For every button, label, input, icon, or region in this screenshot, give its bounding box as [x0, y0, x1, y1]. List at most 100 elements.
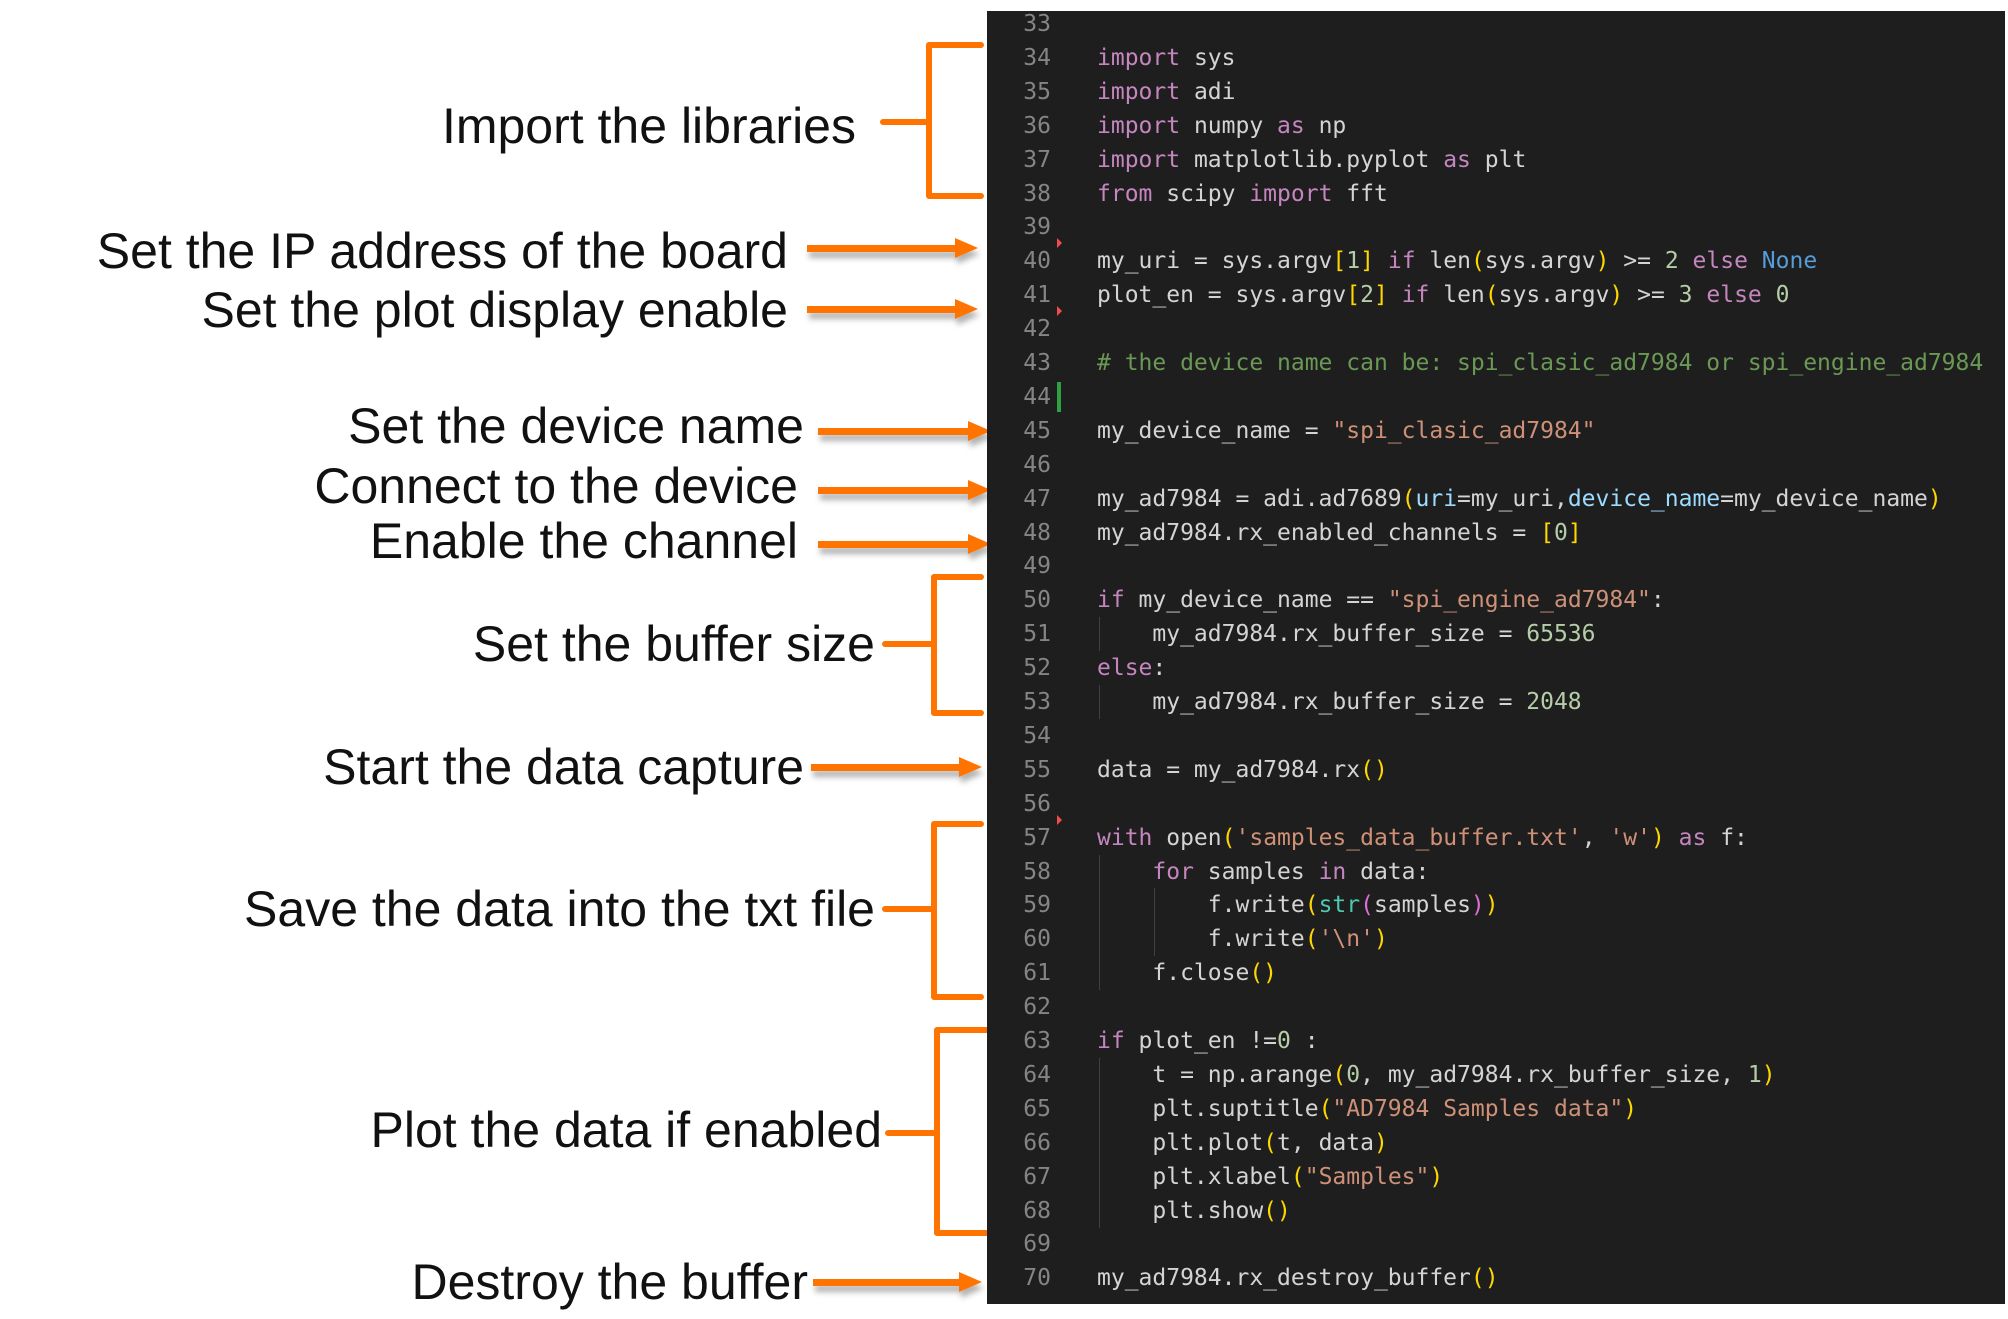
line-number: 50: [1023, 587, 1051, 614]
code-line[interactable]: 51 my_ad7984.rx_buffer_size = 65536: [987, 617, 2005, 652]
code-token: ): [1623, 1095, 1638, 1122]
code-token: fft: [1332, 180, 1388, 207]
annotation-plot-data: Plot the data if enabled: [370, 1102, 883, 1158]
code-text: plt.suptitle("AD7984 Samples data"): [1097, 1092, 1637, 1126]
code-line[interactable]: 68 plt.show(): [987, 1193, 2005, 1228]
code-token: samples: [1373, 892, 1471, 919]
indent-guide: [1099, 888, 1100, 923]
code-token: in: [1318, 858, 1347, 885]
code-token: sys: [1180, 44, 1236, 71]
code-line[interactable]: 69: [987, 1227, 2005, 1261]
code-token: "Samples": [1304, 1163, 1430, 1190]
line-number: 60: [1023, 926, 1051, 953]
code-text: plt.plot(t, data): [1097, 1126, 1387, 1160]
code-line[interactable]: 56: [987, 787, 2005, 821]
code-text: f.write('\n'): [1097, 922, 1388, 956]
code-line[interactable]: 64 t = np.arange(0, my_ad7984.rx_buffer_…: [987, 1057, 2005, 1092]
line-number: 63: [1023, 1028, 1051, 1054]
code-line[interactable]: 33: [987, 11, 2005, 41]
line-number: 53: [1023, 689, 1051, 715]
code-text: import numpy as np: [1097, 109, 1346, 143]
code-token: =my_device_name: [1720, 485, 1928, 512]
code-line[interactable]: 44: [987, 380, 2005, 414]
code-token: plot_en !=: [1124, 1028, 1278, 1054]
code-token: >=: [1623, 282, 1679, 309]
code-token: (): [1249, 960, 1278, 987]
code-line[interactable]: 58 for samples in data:: [987, 854, 2005, 889]
line-number: 67: [1023, 1163, 1051, 1190]
code-token: 3: [1678, 282, 1693, 309]
indent-guide: [1154, 922, 1156, 957]
code-token: if: [1387, 248, 1416, 275]
arrow-destroy-buffer: [813, 1272, 982, 1292]
line-number: 47: [1023, 485, 1051, 512]
code-line[interactable]: 42: [987, 306, 2005, 346]
arrow-device-name: [818, 421, 991, 441]
code-line[interactable]: 67 plt.xlabel("Samples"): [987, 1159, 2005, 1194]
line-number: 35: [1023, 78, 1051, 105]
code-text: import matplotlib.pyplot as plt: [1097, 143, 1526, 177]
code-text: # the device name can be: spi_clasic_ad7…: [1097, 346, 1983, 380]
code-text: my_device_name = "spi_clasic_ad7984": [1097, 414, 1596, 448]
code-token: ): [1429, 1163, 1444, 1190]
code-line[interactable]: 60 f.write('\n'): [987, 922, 2005, 957]
code-token: [1679, 248, 1693, 274]
arrow-connect-device: [818, 480, 991, 500]
code-line[interactable]: 43# the device name can be: spi_clasic_a…: [987, 346, 2005, 380]
code-line[interactable]: 66 plt.plot(t, data): [987, 1125, 2005, 1160]
code-line[interactable]: 50 if my_device_name == "spi_engine_ad798…: [987, 583, 2005, 617]
code-line[interactable]: 39: [987, 210, 2005, 244]
code-token: [1388, 282, 1402, 308]
code-token: 0: [1346, 1061, 1361, 1088]
code-text: import adi: [1097, 75, 1235, 109]
code-token: np: [1304, 112, 1347, 139]
code-line[interactable]: 49: [987, 549, 2005, 583]
line-number: 68: [1023, 1197, 1051, 1224]
code-token: numpy: [1180, 112, 1278, 139]
code-line[interactable]: 35 import adi: [987, 75, 2005, 109]
annotation-set-plot-enable: Set the plot display enable: [201, 282, 788, 338]
code-token: ): [1927, 485, 1942, 512]
line-number: 61: [1023, 960, 1051, 987]
code-token: samples: [1193, 858, 1319, 885]
code-text: if my_device_name == "spi_engine_ad7984"…: [1097, 583, 1665, 617]
code-line[interactable]: 61 f.close(): [987, 956, 2005, 991]
code-line[interactable]: 59 f.write(str(samples)): [987, 888, 2005, 923]
code-token: ): [1595, 248, 1610, 275]
annotation-import-libraries: Import the libraries: [441, 98, 856, 154]
code-line[interactable]: 62: [987, 990, 2005, 1024]
code-token: as: [1277, 112, 1305, 139]
code-token: for: [1152, 858, 1194, 885]
indent-guide: [1099, 1125, 1100, 1160]
code-token: else: [1097, 655, 1153, 682]
code-line[interactable]: 53 my_ad7984.rx_buffer_size = 2048: [987, 685, 2005, 719]
code-token: f:: [1706, 824, 1748, 851]
code-token: my_device_name ==: [1124, 587, 1388, 614]
line-number: 40: [1023, 248, 1051, 275]
code-token: data = my_ad7984.rx: [1097, 756, 1361, 783]
code-token: sys.argv: [1498, 282, 1610, 309]
code-text: my_uri = sys.argv[1] if len(sys.argv) >=…: [1097, 244, 1817, 278]
code-line[interactable]: 54: [987, 719, 2005, 753]
code-token: ): [1650, 824, 1665, 851]
code-token: adi: [1180, 78, 1236, 105]
code-token: my_ad7984.rx_enabled_channels =: [1097, 519, 1541, 546]
code-line[interactable]: 40 my_uri = sys.argv[1] if len(sys.argv) …: [987, 238, 2005, 278]
code-token: len: [1415, 248, 1471, 275]
code-line[interactable]: 46: [987, 448, 2005, 482]
code-line[interactable]: 65 plt.suptitle("AD7984 Samples data"): [987, 1091, 2005, 1126]
